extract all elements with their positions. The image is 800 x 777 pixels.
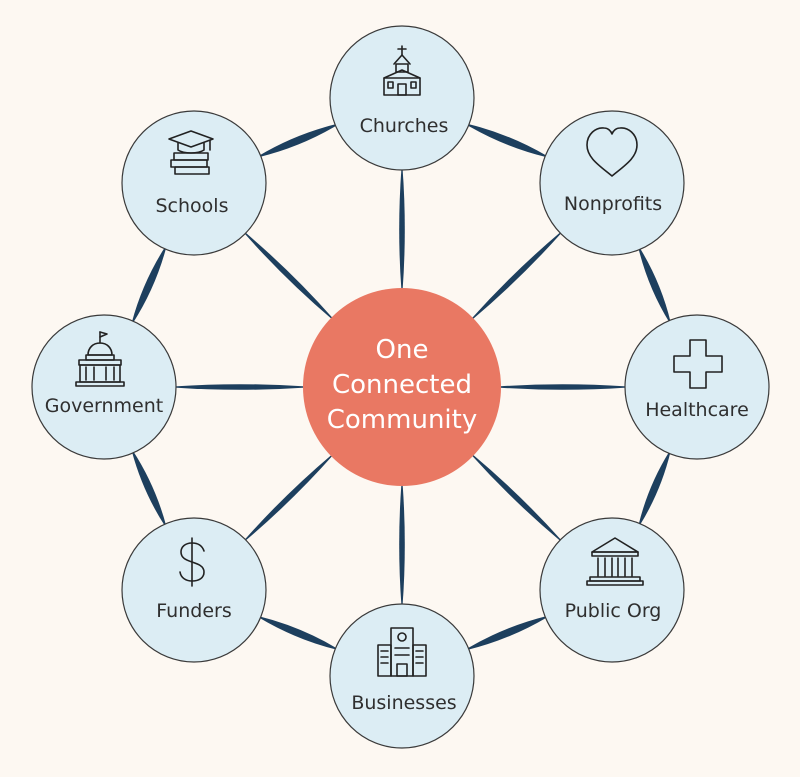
node-label: Government (45, 395, 164, 417)
ring-connector (131, 450, 167, 527)
center-label-line-1: One (376, 335, 429, 365)
center-circle (303, 288, 501, 486)
spoke-connector (471, 232, 562, 320)
heart-icon (586, 127, 638, 177)
office-building-icon (377, 627, 427, 677)
center-label-line-2: Connected (332, 370, 472, 400)
node-label: Public Org (565, 600, 662, 622)
church-icon (383, 45, 421, 96)
ring-connector (466, 123, 548, 158)
node-label: Businesses (351, 692, 456, 714)
spokes (175, 169, 626, 605)
center-label-line-3: Community (327, 405, 477, 435)
node-nonprofits: Nonprofits (539, 110, 685, 256)
node-circle (121, 517, 267, 663)
ring-connector (258, 616, 338, 650)
capitol-building-icon (75, 331, 125, 387)
ring-connector (131, 246, 167, 324)
spoke-connector (499, 384, 626, 390)
node-churches: Churches (329, 25, 475, 171)
center-hub: One Connected Community (303, 288, 501, 486)
node-businesses: Businesses (329, 603, 475, 749)
node-government: Government (31, 314, 177, 460)
node-label: Schools (156, 195, 229, 217)
ring-connector (258, 123, 338, 158)
medical-cross-icon (673, 339, 723, 389)
ring-connector (466, 615, 548, 651)
node-label: Funders (156, 600, 231, 622)
spoke-connector (244, 454, 334, 541)
graduation-books-icon (168, 130, 214, 175)
node-public-org: Public Org (539, 517, 685, 663)
dollar-sign-icon (179, 537, 205, 587)
node-healthcare: Healthcare (624, 314, 770, 460)
spoke-connector (399, 169, 405, 290)
public-building-icon (586, 537, 644, 586)
node-circle (121, 110, 267, 256)
ring-connector (638, 451, 671, 526)
node-funders: Funders (121, 517, 267, 663)
node-label: Churches (360, 115, 449, 137)
node-circle (539, 110, 685, 256)
node-schools: Schools (121, 110, 267, 256)
node-label: Nonprofits (564, 193, 662, 215)
node-label: Healthcare (645, 399, 749, 421)
node-circle (329, 25, 475, 171)
connectors (131, 123, 671, 651)
ring-connector (638, 247, 671, 323)
spoke-connector (399, 484, 405, 605)
spoke-connector (175, 384, 305, 390)
spoke-connector (244, 232, 334, 320)
spoke-connector (471, 453, 562, 542)
node-circle (31, 314, 177, 460)
node-circle (624, 314, 770, 460)
node-circle (539, 517, 685, 663)
